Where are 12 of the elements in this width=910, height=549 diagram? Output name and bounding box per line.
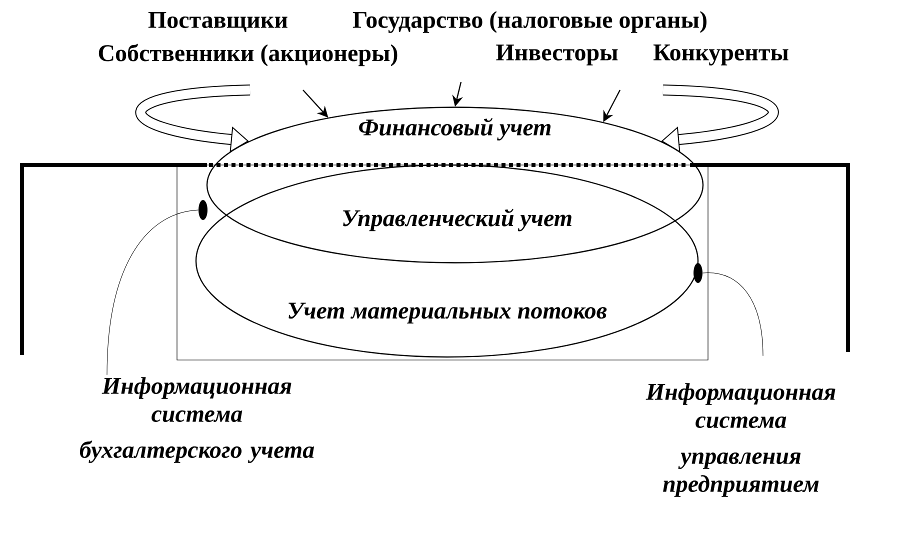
stakeholder-label: Собственники (акционеры)	[98, 44, 398, 66]
stakeholder-label: Поставщики	[148, 12, 288, 32]
caption-text: Информационная система управления предприятием	[646, 383, 836, 497]
ellipse-label: Управленческий учет	[343, 208, 572, 232]
dot	[694, 263, 702, 283]
leader-line	[702, 272, 764, 356]
stakeholder-label: Конкуренты	[653, 44, 788, 66]
leader-line	[106, 210, 199, 376]
stakeholder-label: Инвесторы	[496, 44, 618, 66]
dot	[198, 200, 208, 220]
stakeholder-label: Государство (налоговые органы)	[352, 11, 706, 33]
caption-text: Информационная система бухгалтерского учета	[80, 377, 314, 463]
